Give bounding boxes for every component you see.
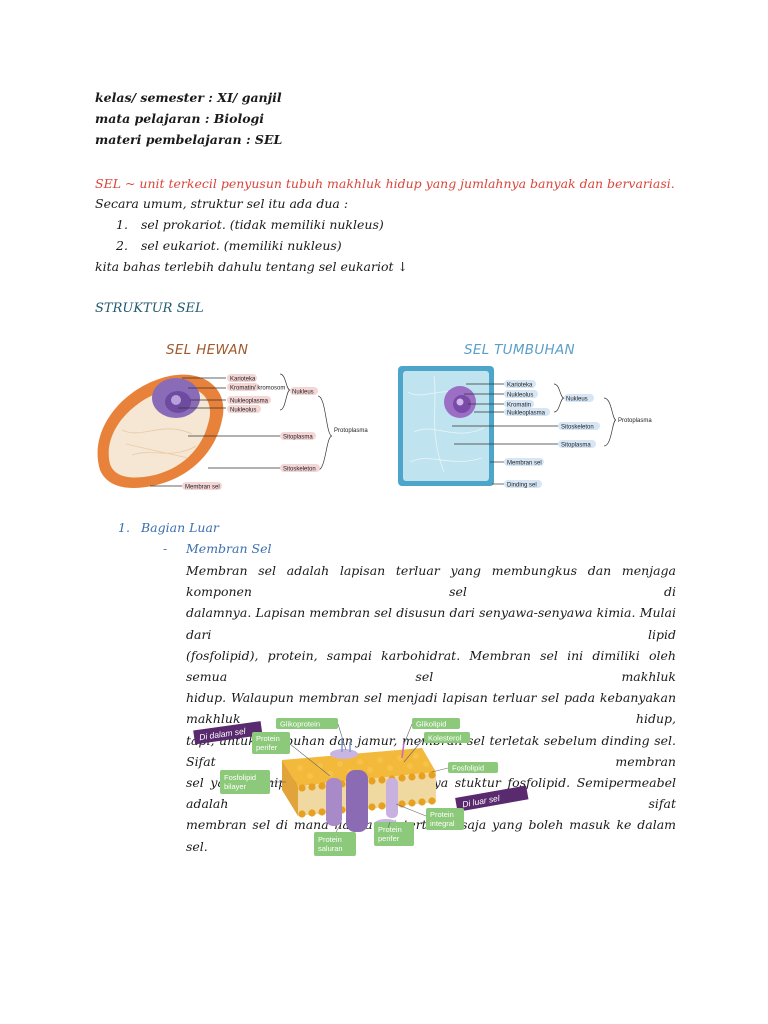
subsection-title: Membran Sel <box>186 541 272 556</box>
label-phospholipid: Fosfolipid <box>452 764 484 773</box>
list-item-eukaryote: sel eukariot. (memiliki nukleus) <box>141 238 342 253</box>
label-peripheral-bottom-2: perifer <box>378 834 400 843</box>
cell-general-text: Secara umum, struktur sel itu ada dua : <box>95 196 349 211</box>
paragraph-line: Membran sel adalah lapisan terluar yang … <box>186 563 676 600</box>
plant-cell-diagram: Karioteka Nukleolus Kromatin Nukleoplasm… <box>398 366 652 489</box>
next-topic-text: kita bahas terlebih dahulu tentang sel e… <box>95 259 408 274</box>
animal-label-chromatin: Kromatin/ kromosom <box>230 386 285 392</box>
animal-label-karyotheca: Karioteka <box>230 377 256 383</box>
animal-label-membrane: Membran sel <box>185 485 220 491</box>
paragraph-line: dalamnya. Lapisan membran sel disusun da… <box>186 605 676 642</box>
section-title: Bagian Luar <box>141 520 219 535</box>
section-number: 1. <box>118 520 130 535</box>
list-item-prokaryote: sel prokariot. (tidak memiliki nukleus) <box>141 217 384 232</box>
animal-label-nucleoplasm: Nukleoplasma <box>230 399 269 405</box>
animal-label-nucleus: Nukleus <box>292 390 314 396</box>
label-peripheral-top-2: perifer <box>256 743 278 752</box>
label-integral: Protein <box>430 810 454 819</box>
plant-label-nucleolus: Nukleolus <box>507 393 533 399</box>
label-peripheral-top: Protein <box>256 734 280 743</box>
label-bilayer-2: bilayer <box>224 782 247 791</box>
plant-label-cell-wall: Dinding sel <box>507 483 537 489</box>
sub-dash: - <box>163 541 168 556</box>
material-line: materi pembelajaran : SEL <box>95 132 283 147</box>
cell-definition: SEL ~ unit terkecil penyusun tubuh makhl… <box>95 176 675 191</box>
label-integral-2: integral <box>430 819 455 828</box>
label-cholesterol: Kolesterol <box>428 734 462 743</box>
plant-label-nucleoplasm: Nukleoplasma <box>507 411 546 417</box>
plant-label-membrane: Membran sel <box>507 461 542 467</box>
cell-membrane-diagram: Di dalam sel Di luar sel Glikoprotein Pr… <box>193 718 529 856</box>
structure-heading: STRUKTUR SEL <box>95 301 204 316</box>
label-glycolipid: Glikolipid <box>416 720 446 729</box>
animal-label-cytoplasm: Sitoplasma <box>283 435 313 441</box>
plant-cell-title: SEL TUMBUHAN <box>464 342 575 358</box>
label-peripheral-bottom: Protein <box>378 825 402 834</box>
animal-cell-title: SEL HEWAN <box>166 342 249 358</box>
label-channel-2: saluran <box>318 844 343 853</box>
animal-label-protoplasm: Protoplasma <box>334 428 368 434</box>
label-channel: Protein <box>318 835 342 844</box>
class-semester-line: kelas/ semester : XI/ ganjil <box>95 90 282 105</box>
plant-label-cytoplasm: Sitoplasma <box>561 443 591 449</box>
animal-label-nucleolus: Nukleolus <box>230 408 256 414</box>
paragraph-line: (fosfolipid), protein, sampai karbohidra… <box>186 647 676 685</box>
plant-label-chromatin: Kromatin <box>507 403 531 409</box>
animal-label-cytoskeleton: Sitoskeleton <box>283 467 316 473</box>
list-item-number: 2. <box>116 238 128 253</box>
list-item-number: 1. <box>116 217 128 232</box>
plant-label-nucleus: Nukleus <box>566 397 588 403</box>
label-bilayer: Fosfolipid <box>224 773 256 782</box>
plant-label-protoplasm: Protoplasma <box>618 418 652 424</box>
plant-label-karyotheca: Karioteka <box>507 383 533 389</box>
label-glycoprotein: Glikoprotein <box>280 720 320 729</box>
subject-line: mata pelajaran : Biologi <box>95 111 265 126</box>
plant-label-cytoskeleton: Sitoskeleton <box>561 425 594 431</box>
animal-cell-diagram: Karioteka Kromatin/ kromosom Nukleoplasm… <box>97 373 368 491</box>
